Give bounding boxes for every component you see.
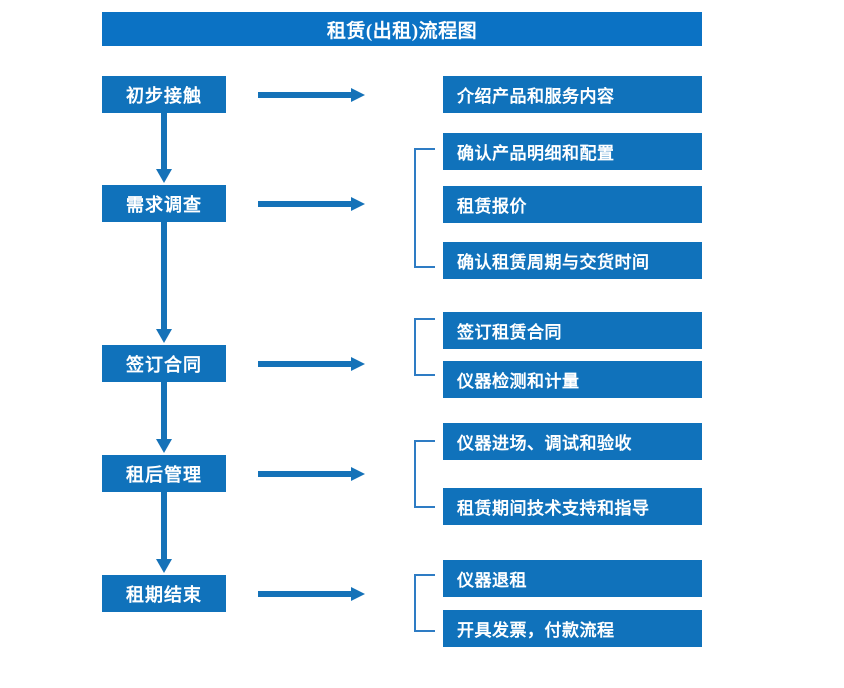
- detail-box-sign-lease-contract[interactable]: 签订租赁合同: [443, 312, 702, 349]
- right-arrow-1: [258, 86, 366, 104]
- group-bracket-2: [413, 318, 435, 376]
- detail-box-confirm-spec[interactable]: 确认产品明细和配置: [443, 133, 702, 170]
- stage-box-demand-survey[interactable]: 需求调查: [102, 185, 226, 222]
- down-arrow-1: [152, 113, 176, 185]
- detail-box-intro-products[interactable]: 介绍产品和服务内容: [443, 76, 702, 113]
- down-arrow-3: [152, 382, 176, 455]
- detail-box-instrument-return[interactable]: 仪器退租: [443, 560, 702, 597]
- down-arrow-2: [152, 222, 176, 345]
- detail-box-instrument-install[interactable]: 仪器进场、调试和验收: [443, 423, 702, 460]
- right-arrow-5: [258, 585, 366, 603]
- right-arrow-4: [258, 465, 366, 483]
- detail-box-instrument-test[interactable]: 仪器检测和计量: [443, 361, 702, 398]
- right-arrow-3: [258, 355, 366, 373]
- detail-box-rental-quote[interactable]: 租赁报价: [443, 186, 702, 223]
- stage-box-lease-end[interactable]: 租期结束: [102, 575, 226, 612]
- stage-box-post-rent-mgmt[interactable]: 租后管理: [102, 455, 226, 492]
- detail-box-tech-support[interactable]: 租赁期间技术支持和指导: [443, 488, 702, 525]
- down-arrow-4: [152, 492, 176, 575]
- detail-box-confirm-period[interactable]: 确认租赁周期与交货时间: [443, 242, 702, 279]
- group-bracket-1: [413, 148, 435, 268]
- stage-box-sign-contract[interactable]: 签订合同: [102, 345, 226, 382]
- page-title: 租赁(出租)流程图: [102, 12, 702, 46]
- stage-box-initial-contact[interactable]: 初步接触: [102, 76, 226, 113]
- group-bracket-4: [413, 574, 435, 632]
- group-bracket-3: [413, 440, 435, 508]
- right-arrow-2: [258, 195, 366, 213]
- detail-box-invoice-payment[interactable]: 开具发票，付款流程: [443, 610, 702, 647]
